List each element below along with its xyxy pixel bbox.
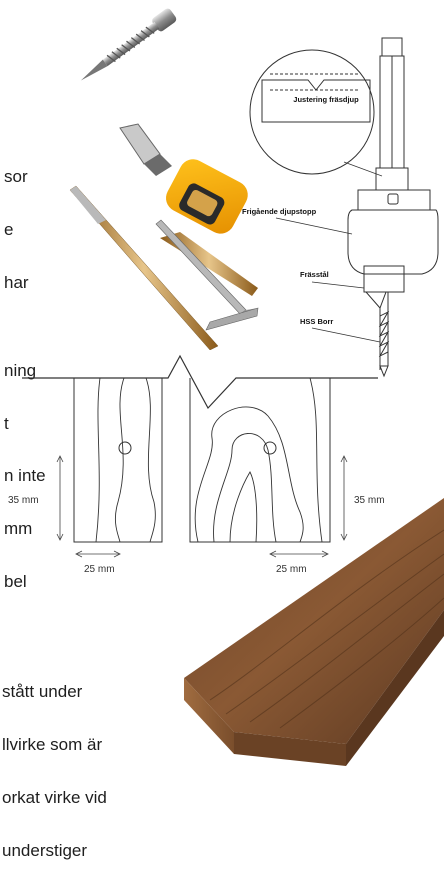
hex-key-image bbox=[155, 219, 259, 331]
depth-stop bbox=[347, 189, 439, 275]
dim-width-left bbox=[75, 550, 121, 558]
text-line: orkat virke vid bbox=[2, 787, 107, 807]
screw-image bbox=[80, 8, 177, 81]
callout-label: Justering fräsdjup bbox=[293, 95, 359, 104]
cutter bbox=[363, 265, 405, 309]
board-left bbox=[73, 377, 163, 543]
board-right bbox=[189, 377, 331, 543]
tool-set-image bbox=[69, 123, 259, 350]
wood-board-image bbox=[184, 498, 444, 766]
text-line: e bbox=[4, 219, 14, 239]
board-diagram: 35 mm 35 mm 25 mm 25 mm bbox=[8, 354, 385, 575]
dim-height-right bbox=[340, 455, 348, 541]
dim-width-right bbox=[269, 550, 329, 558]
countersink-bit-image bbox=[119, 123, 258, 296]
text-line: understiger bbox=[2, 840, 88, 860]
text-line: har bbox=[4, 272, 29, 292]
dim-height-left bbox=[56, 455, 64, 541]
text-line: bel bbox=[4, 571, 27, 591]
bit-shank bbox=[375, 37, 409, 191]
bit-diagram: Justering fräsdjup Frigående djupstopp F… bbox=[242, 37, 439, 378]
label-cutter: Frässtål bbox=[300, 270, 329, 279]
text-line: llvirke som är bbox=[2, 734, 103, 754]
label-drill: HSS Borr bbox=[300, 317, 333, 326]
paragraph-top: sor e har ning t n inte mm bel bbox=[4, 133, 46, 608]
text-line: stått under bbox=[2, 682, 83, 702]
width-label-left: 25 mm bbox=[84, 564, 115, 575]
drill bbox=[378, 292, 390, 378]
text-line: mm bbox=[4, 519, 33, 539]
callout-circle bbox=[249, 49, 375, 175]
height-label-left: 35 mm bbox=[8, 495, 39, 506]
text-line: n inte bbox=[4, 466, 46, 486]
text-line: sor bbox=[4, 167, 28, 187]
height-label-right: 35 mm bbox=[354, 495, 385, 506]
label-depth-stop: Frigående djupstopp bbox=[242, 207, 317, 216]
paragraph-bottom: stått under llvirke som är orkat virke v… bbox=[2, 648, 107, 877]
text-line: t bbox=[4, 413, 9, 433]
drill-bit-image bbox=[69, 185, 219, 350]
width-label-right: 25 mm bbox=[276, 564, 307, 575]
text-line: ning bbox=[4, 360, 37, 380]
